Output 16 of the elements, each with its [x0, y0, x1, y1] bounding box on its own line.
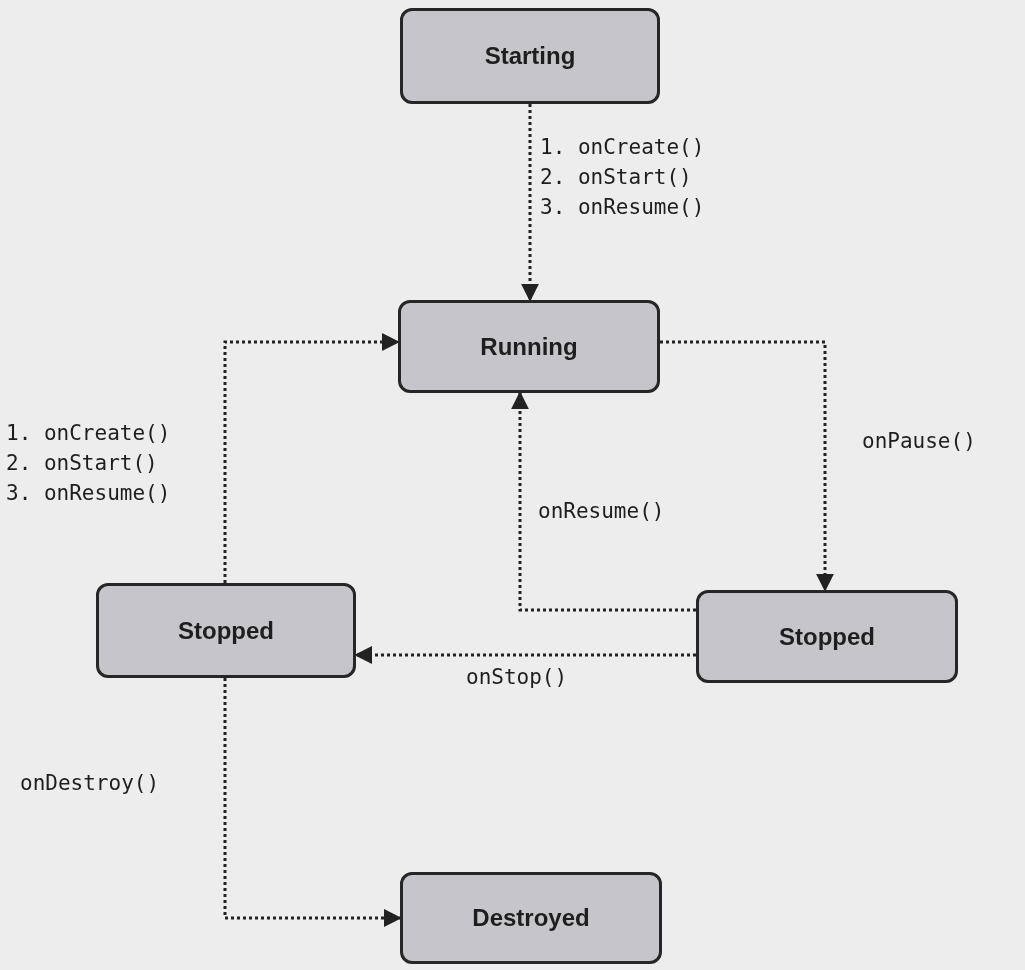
state-name: Running — [480, 331, 578, 362]
state-name: Starting — [484, 41, 576, 71]
arrow — [223, 678, 402, 927]
state-name: Destroyed — [472, 903, 590, 933]
arrow — [511, 391, 696, 612]
state-box — [398, 300, 660, 393]
state-box — [400, 872, 662, 964]
state-box — [96, 583, 356, 678]
arrow — [521, 104, 539, 302]
state-name: Stopped — [779, 621, 875, 652]
arrow — [660, 340, 834, 592]
arrow — [354, 646, 696, 664]
state-box — [400, 8, 660, 104]
state-box — [696, 590, 958, 683]
arrow — [223, 333, 400, 583]
state-name: Stopped — [178, 615, 274, 646]
